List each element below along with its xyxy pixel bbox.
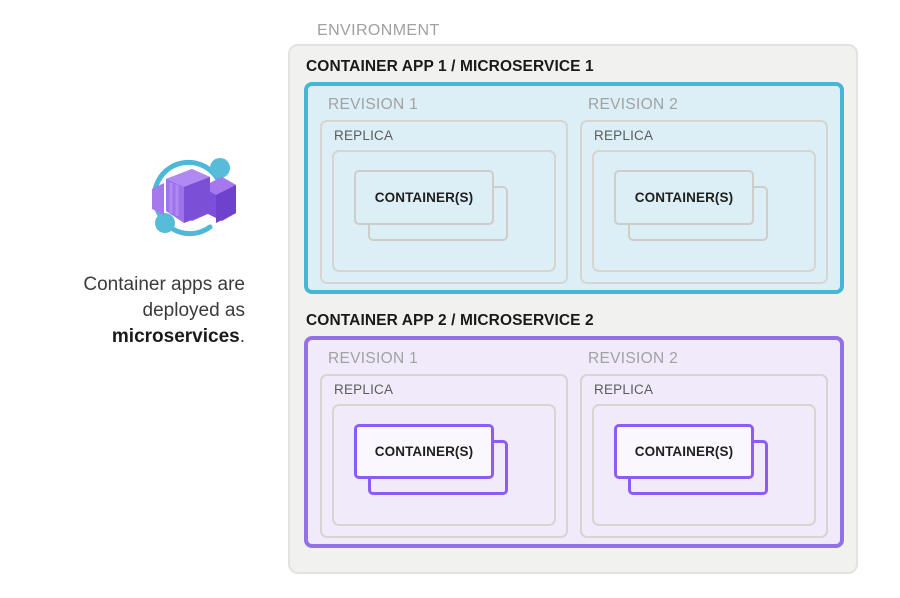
app2-revision-2-replica-box: CONTAINER(S) [592, 404, 816, 526]
app2-revision-1-container-label: CONTAINER(S) [374, 444, 474, 459]
app2-revision-2-label: REVISION 2 [588, 350, 678, 367]
app2-revision-1-container-stack: CONTAINER(S) [354, 424, 534, 509]
app2-revision-2-container-stack: CONTAINER(S) [614, 424, 794, 509]
container-app-2-box: REVISION 1 REPLICA CONTAINER(S) REVISION [304, 336, 844, 548]
container-app-section-1: CONTAINER APP 1 / MICROSERVICE 1 REVISIO… [304, 58, 844, 294]
app2-revision-2-box: REPLICA CONTAINER(S) [580, 374, 828, 538]
caption-period: . [239, 326, 245, 347]
container-app-2-title: CONTAINER APP 2 / MICROSERVICE 2 [306, 312, 594, 329]
app2-revision-1-box: REPLICA CONTAINER(S) [320, 374, 568, 538]
app2-revision-1-label: REVISION 1 [328, 350, 418, 367]
app1-revision-1-container-stack: CONTAINER(S) [354, 170, 534, 255]
app1-revision-2-replica-label: REPLICA [594, 128, 654, 143]
app1-revision-1: REVISION 1 REPLICA CONTAINER(S) [320, 96, 568, 288]
environment-label: ENVIRONMENT [317, 22, 440, 39]
app1-revision-2-container-label: CONTAINER(S) [634, 190, 734, 205]
app1-revision-1-container-label: CONTAINER(S) [374, 190, 474, 205]
app1-revision-2-label: REVISION 2 [588, 96, 678, 113]
caption-bold-term: microservices [111, 326, 240, 347]
left-panel: Container apps are deployed as microserv… [0, 0, 280, 598]
app2-revision-1-replica-box: CONTAINER(S) [332, 404, 556, 526]
app1-revision-2: REVISION 2 REPLICA CONTAINER(S) [580, 96, 828, 288]
container-app-1-box: REVISION 1 REPLICA CONTAINER(S) REVISION [304, 82, 844, 294]
container-app-section-2: CONTAINER APP 2 / MICROSERVICE 2 REVISIO… [304, 312, 844, 548]
caption-line-2: deployed as [142, 300, 245, 321]
app1-revision-1-label: REVISION 1 [328, 96, 418, 113]
app2-revision-2-container-label: CONTAINER(S) [634, 444, 734, 459]
container-box-front: CONTAINER(S) [354, 424, 494, 479]
app2-revision-1-replica-label: REPLICA [334, 382, 394, 397]
app1-revision-2-box: REPLICA CONTAINER(S) [580, 120, 828, 284]
container-box-front: CONTAINER(S) [354, 170, 494, 225]
app1-revision-2-container-stack: CONTAINER(S) [614, 170, 794, 255]
app2-revision-1: REVISION 1 REPLICA CONTAINER(S) [320, 350, 568, 542]
container-box-front: CONTAINER(S) [614, 170, 754, 225]
app2-revision-2-replica-label: REPLICA [594, 382, 654, 397]
app1-revision-1-box: REPLICA CONTAINER(S) [320, 120, 568, 284]
app1-revision-2-replica-box: CONTAINER(S) [592, 150, 816, 272]
environment-box: CONTAINER APP 1 / MICROSERVICE 1 REVISIO… [288, 44, 858, 574]
app1-revision-1-replica-label: REPLICA [334, 128, 394, 143]
caption-text: Container apps are deployed as microserv… [30, 272, 245, 350]
app1-revision-1-replica-box: CONTAINER(S) [332, 150, 556, 272]
container-app-1-title: CONTAINER APP 1 / MICROSERVICE 1 [306, 58, 594, 75]
azure-container-apps-icon [140, 143, 244, 247]
container-box-front: CONTAINER(S) [614, 424, 754, 479]
caption-line-1: Container apps are [83, 274, 245, 295]
app2-revision-2: REVISION 2 REPLICA CONTAINER(S) [580, 350, 828, 542]
